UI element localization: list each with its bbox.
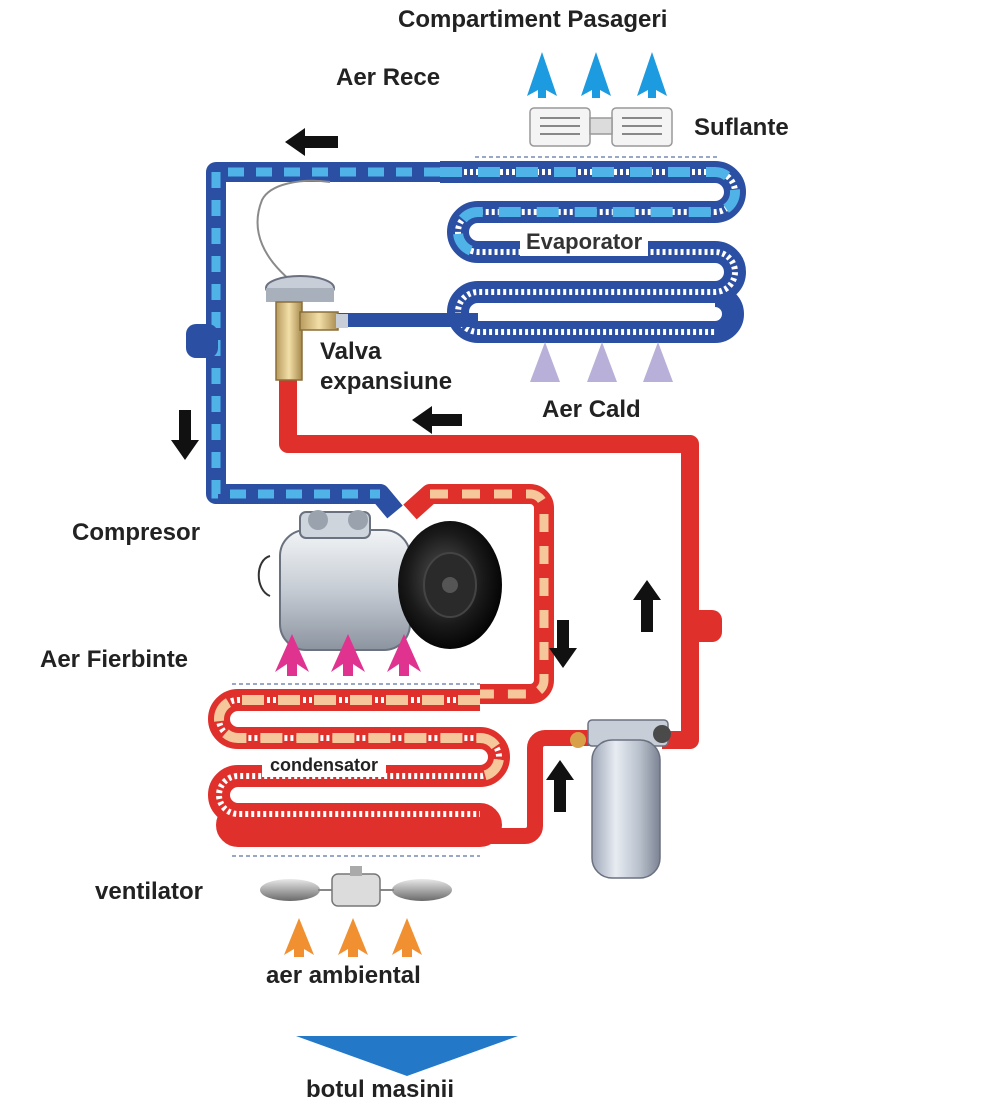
low-pressure-line bbox=[186, 162, 440, 519]
blowers-label: Suflante bbox=[694, 114, 789, 141]
compressor-icon bbox=[257, 510, 502, 651]
flow-arrows bbox=[171, 128, 661, 812]
flow-arrow-icon bbox=[633, 580, 661, 632]
flow-arrow-icon bbox=[549, 620, 577, 668]
warm-air-arrows bbox=[530, 342, 673, 382]
expansion-valve-label-line2: expansiune bbox=[320, 368, 453, 395]
front-arrow-icon bbox=[296, 1036, 518, 1076]
ambient-air-label: aer ambiental bbox=[266, 962, 421, 989]
hot-air-arrows bbox=[275, 634, 421, 676]
flow-arrow-icon bbox=[412, 406, 462, 434]
evaporator-label: Evaporator bbox=[520, 228, 649, 256]
warm-air-label: Aer Cald bbox=[542, 396, 641, 423]
cold-air-arrows bbox=[527, 52, 667, 98]
cold-air-label: Aer Rece bbox=[336, 64, 441, 91]
flow-arrow-icon bbox=[285, 128, 338, 156]
pipe-junction bbox=[186, 324, 218, 358]
fan-label: ventilator bbox=[95, 878, 204, 905]
evaporator bbox=[330, 156, 746, 343]
fan-icon bbox=[260, 866, 452, 907]
ambient-air-arrows bbox=[284, 918, 422, 957]
blower-icon bbox=[529, 107, 673, 147]
expansion-valve-icon bbox=[256, 179, 348, 381]
flow-arrow-icon bbox=[546, 760, 574, 812]
hot-air-label: Aer Fierbinte bbox=[40, 646, 189, 673]
condenser bbox=[208, 683, 510, 857]
pipe-junction bbox=[688, 610, 722, 642]
flow-arrow-icon bbox=[171, 410, 199, 460]
compressor-label: Compresor bbox=[72, 519, 201, 546]
condenser-label: condensator bbox=[262, 754, 387, 777]
passenger-compartment-label: Compartiment Pasageri bbox=[398, 6, 668, 33]
car-front-label: botul masinii bbox=[306, 1076, 455, 1103]
receiver-drier-icon bbox=[570, 719, 671, 879]
high-pressure-line bbox=[279, 380, 722, 844]
expansion-valve-label-line1: Valva bbox=[320, 338, 382, 365]
